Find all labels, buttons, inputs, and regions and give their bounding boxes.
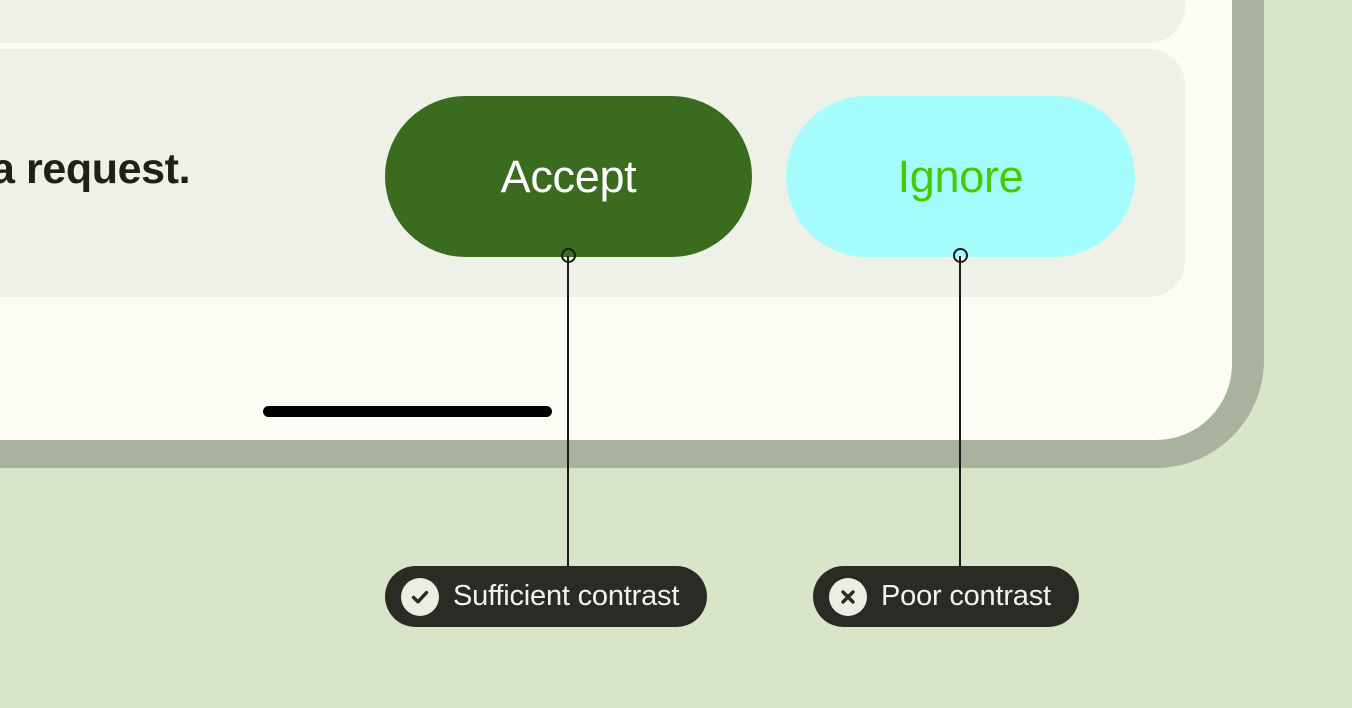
body-text-fragment: a request. xyxy=(0,145,191,193)
callout-anchor-dot-ignore xyxy=(953,248,968,263)
callout-line-ignore xyxy=(959,256,961,568)
annotation-badge-poor-contrast: Poor contrast xyxy=(813,566,1079,627)
annotation-label-poor-contrast: Poor contrast xyxy=(881,580,1051,612)
ignore-button[interactable]: Ignore xyxy=(786,96,1135,257)
callout-anchor-dot-accept xyxy=(561,248,576,263)
x-circle-icon xyxy=(829,577,867,616)
annotation-label-sufficient-contrast: Sufficient contrast xyxy=(453,580,680,612)
callout-line-accept xyxy=(567,256,569,568)
annotation-badge-sufficient-contrast: Sufficient contrast xyxy=(385,566,708,627)
accept-button[interactable]: Accept xyxy=(385,96,752,257)
home-indicator-bar xyxy=(263,406,552,417)
content-card-upper xyxy=(0,0,1185,43)
check-circle-icon xyxy=(401,577,439,616)
